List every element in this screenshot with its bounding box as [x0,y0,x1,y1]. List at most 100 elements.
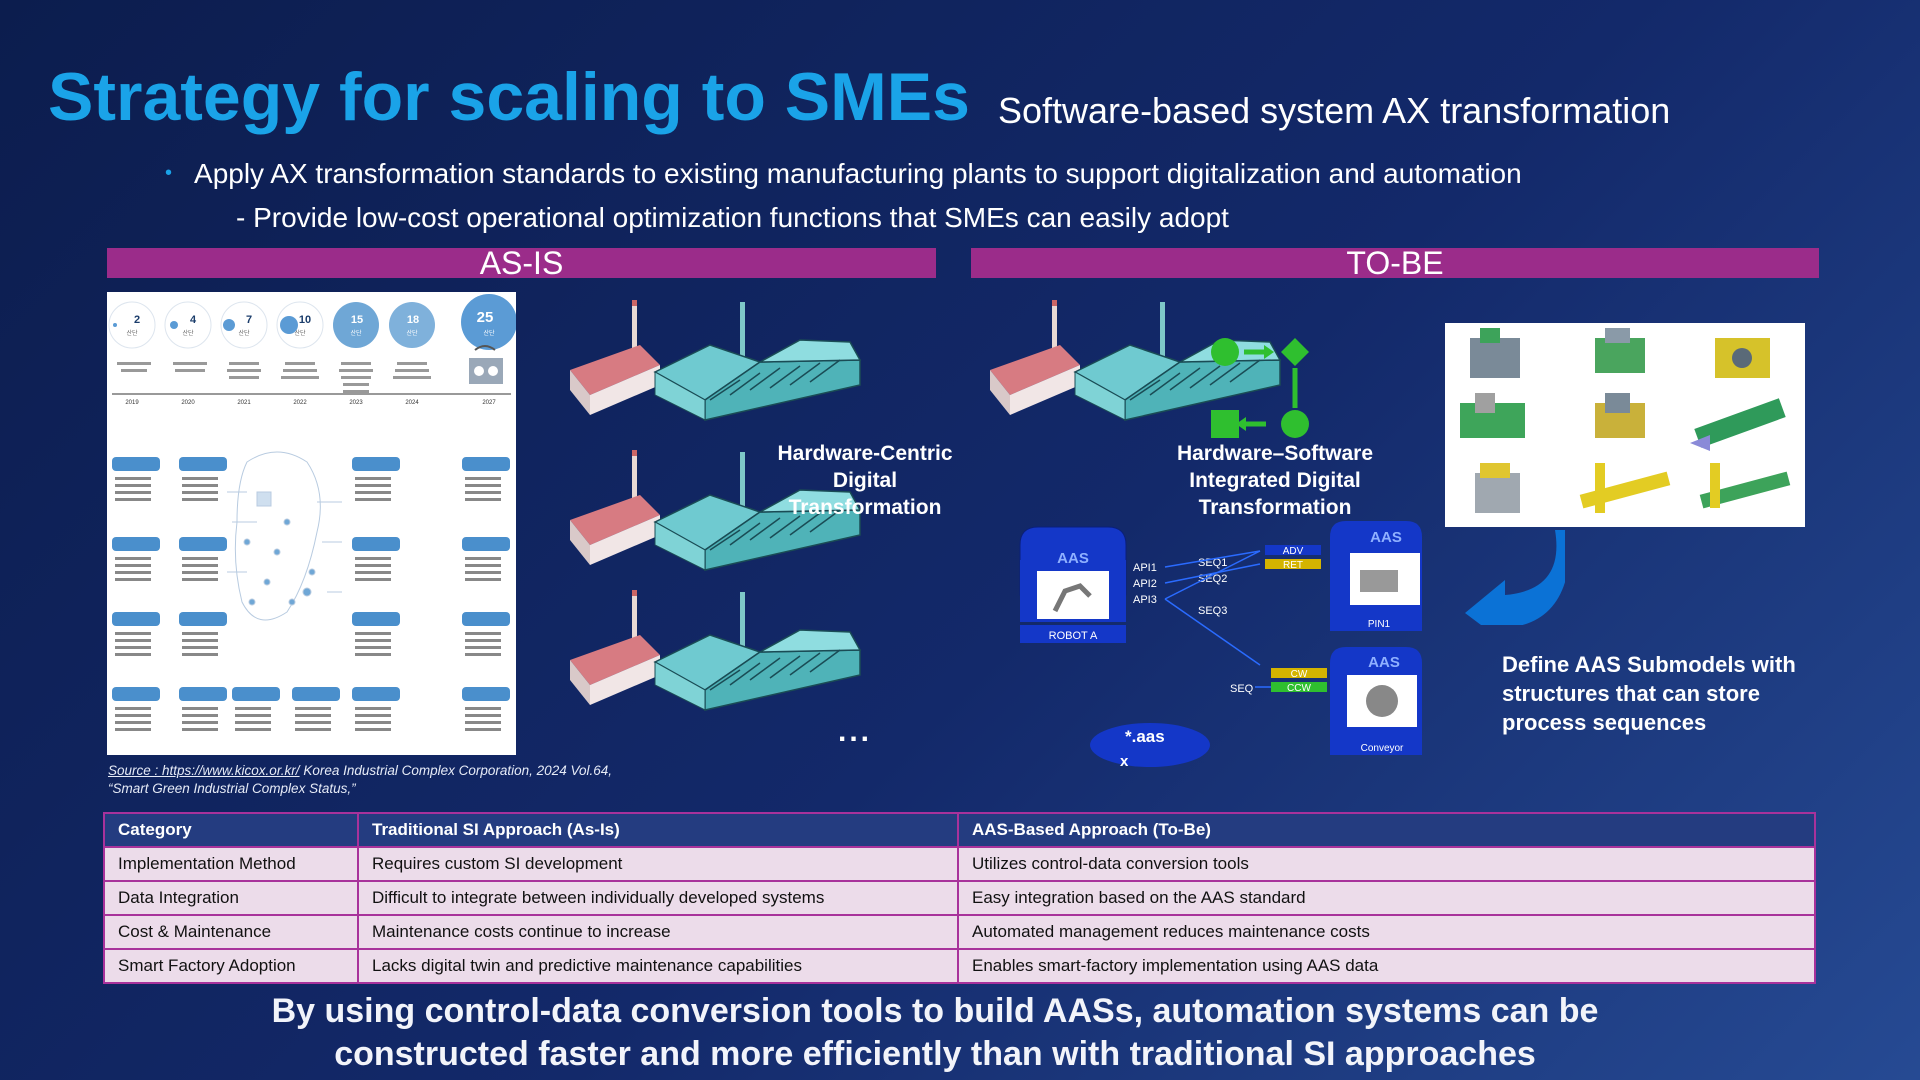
bubble-row [108,294,516,350]
table-cell: Implementation Method [103,846,359,882]
bubble-sub: 산단 [182,329,194,337]
tobe-factory [989,299,1309,438]
conclusion-line: By using control-data conversion tools t… [271,992,1599,1030]
machine-model [1579,463,1671,513]
seq-label: SEQ3 [1198,605,1227,617]
table-header: AAS-Based Approach (To-Be) [957,812,1816,848]
factory-icon [569,299,861,421]
stat-boxes-left [112,457,340,701]
bubble-count: 4 [190,314,197,326]
comparison-table: Category Traditional SI Approach (As-Is)… [103,812,1816,984]
table-header-row: Category Traditional SI Approach (As-Is)… [103,812,1816,848]
bubble-sub: 산단 [294,329,306,337]
factory-icon [989,299,1281,421]
define-aas-submodels-label: Define AAS Submodels with structures tha… [1502,650,1796,737]
cw-signal [1271,668,1327,678]
source-citation: Source : https://www.kicox.or.kr/ Korea … [108,762,612,798]
tobe-section-header: TO-BE [971,247,1819,279]
conclusion-line: constructed faster and more efficiently … [334,1035,1536,1073]
label-line: process sequences [1502,710,1707,735]
ret-signal [1265,559,1321,569]
ccw-label: CCW [1287,683,1311,694]
source-link[interactable]: Source : https://www.kicox.or.kr/ [108,763,300,778]
factory-machine-icon [469,345,503,384]
aas-robot-block: AAS ROBOT A [1019,526,1127,643]
aas-conveyor-block: AAS Conveyor [1330,647,1422,755]
label-line: Define AAS Submodels with [1502,652,1796,677]
source-text: Korea Industrial Complex Corporation, 20… [299,763,612,778]
table-row: Data Integration Difficult to integrate … [103,880,1816,916]
seq-label: SEQ [1230,683,1254,695]
bubble-count: 15 [351,314,363,326]
bubble-count: 2 [134,314,140,326]
bubble-count: 25 [477,309,494,326]
timeline-year: 2019 [125,400,139,406]
aas-file-label: *.aas [1125,727,1165,746]
bubble-count: 10 [299,314,311,326]
curved-arrow-icon [1465,530,1565,625]
page-subtitle: Software-based system AX transformation [998,90,1671,131]
machine-models-panel [1445,323,1805,527]
hardware-centric-label: Hardware-Centric Digital Transformation [760,440,970,521]
aas-file-icon: *.aas x [1090,723,1210,770]
stat-boxes-right [352,457,510,701]
bullet-text: Apply AX transformation standards to exi… [194,158,1522,189]
api-label: API3 [1133,594,1157,606]
aas-file-x: x [1120,753,1129,770]
machine-model [1715,338,1770,378]
ccw-signal [1271,682,1327,692]
cw-label: CW [1291,669,1308,680]
bullet-icon: • [165,162,173,184]
bubble-count: 7 [246,314,252,326]
timeline-year: 2020 [181,400,195,406]
table-row: Smart Factory Adoption Lacks digital twi… [103,948,1816,984]
data-flow-icon [1211,338,1309,438]
ret-label: RET [1283,560,1303,571]
machine-model [1595,328,1645,373]
bubble-sub: 산단 [406,329,418,337]
label-line: Transformation [1198,496,1352,519]
machine-model [1699,463,1791,509]
label-line: Integrated Digital [1189,469,1361,492]
bubble-count: 18 [407,314,419,326]
label-line: Digital [832,469,898,492]
machine-model [1460,393,1525,438]
bubble-sub: 산단 [483,329,495,337]
ellipsis: ... [838,715,873,748]
conveyor-label: Conveyor [1361,743,1404,754]
bubble-sub: 산단 [350,329,362,337]
pin-label: PIN1 [1368,619,1391,630]
aas-title: AAS [1370,529,1402,546]
table-cell: Requires custom SI development [357,846,959,882]
table-cell: Cost & Maintenance [103,914,359,950]
connection-lines [1164,550,1271,688]
table-cell: Enables smart-factory implementation usi… [957,948,1816,984]
aas-title: AAS [1057,550,1089,567]
label-line: Hardware–Software [1176,442,1374,465]
label-line: structures that can store [1502,681,1760,706]
conclusion-text: By using control-data conversion tools t… [0,990,1870,1076]
table-header: Traditional SI Approach (As-Is) [357,812,959,848]
source-text: “Smart Green Industrial Complex Status,” [108,781,356,796]
machine-model [1470,328,1520,378]
api-label: API1 [1133,562,1157,574]
seq-label: SEQ2 [1198,573,1227,585]
timeline-year: 2024 [405,400,419,406]
timeline-year: 2021 [237,400,251,406]
table-cell: Maintenance costs continue to increase [357,914,959,950]
adv-signal [1265,545,1321,555]
bubble-sub: 산단 [126,329,138,337]
machine-model [1475,463,1520,513]
bubble-sub: 산단 [238,329,250,337]
table-header: Category [103,812,359,848]
timeline-year: 2023 [349,400,363,406]
robot-label: ROBOT A [1049,630,1098,642]
aas-pin-block: AAS PIN1 [1330,521,1422,631]
label-line: Hardware-Centric [777,442,953,465]
timeline-year: 2027 [482,400,496,406]
table-cell: Difficult to integrate between individua… [357,880,959,916]
machine-model [1595,393,1645,438]
sub-bullet-point: - Provide low-cost operational optimizat… [236,202,1229,233]
label-line: Transformation [788,496,942,519]
table-cell: Data Integration [103,880,359,916]
